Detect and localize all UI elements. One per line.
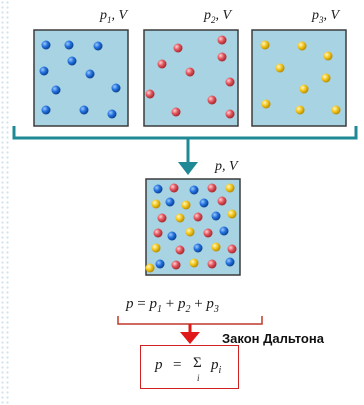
molecule-yellow (331, 105, 341, 115)
final-lhs: p (155, 357, 163, 373)
molecule-red (193, 212, 203, 222)
molecule-blue (199, 198, 209, 208)
molecule-red (225, 77, 235, 87)
molecule-red (171, 107, 181, 117)
molecule-red (227, 244, 237, 254)
molecule-red (207, 259, 217, 269)
molecule-yellow (295, 105, 305, 115)
sum-equation: p = p1 + p2 + p3 (126, 296, 219, 315)
molecule-red (157, 213, 167, 223)
molecule-blue (219, 226, 229, 236)
vessel-2-label: p2, V (204, 8, 232, 25)
molecule-blue (107, 109, 117, 119)
molecule-yellow (211, 242, 221, 252)
vessel-2-molecules (145, 35, 235, 119)
mixture-molecules (145, 183, 237, 273)
molecule-yellow (275, 63, 285, 73)
sigma-icon: Σ (193, 355, 202, 371)
final-formula-box: p = Σ i pi (140, 345, 239, 389)
law-label: Закон Дальтона (222, 331, 324, 346)
molecule-red (225, 109, 235, 119)
molecule-blue (165, 197, 175, 207)
molecule-yellow (260, 40, 270, 50)
molecule-red (207, 95, 217, 105)
molecule-blue (225, 257, 235, 267)
molecule-yellow (185, 227, 195, 237)
molecule-red (217, 196, 227, 206)
molecule-blue (193, 243, 203, 253)
vessel-1-label: p1, V (100, 8, 128, 25)
vessel-3-molecules (260, 40, 341, 115)
molecule-yellow (299, 84, 309, 94)
molecule-red (203, 228, 213, 238)
final-eq: = (173, 357, 182, 373)
molecule-blue (39, 66, 49, 76)
dotted-edge-decoration (0, 0, 10, 405)
molecule-yellow (151, 199, 161, 209)
molecule-blue (211, 211, 221, 221)
molecule-blue (189, 185, 199, 195)
molecule-yellow (151, 243, 161, 253)
molecule-blue (111, 83, 121, 93)
molecule-blue (155, 259, 165, 269)
red-down-arrow-icon (180, 332, 200, 344)
vessel-3-label: p3, V (312, 8, 340, 25)
molecule-blue (93, 41, 103, 51)
molecule-blue (41, 105, 51, 115)
molecule-red (171, 260, 181, 270)
molecule-blue (79, 105, 89, 115)
molecule-red (175, 245, 185, 255)
molecule-yellow (261, 99, 271, 109)
molecule-yellow (297, 41, 307, 51)
molecule-blue (153, 184, 163, 194)
molecule-yellow (225, 183, 235, 193)
molecule-yellow (181, 200, 191, 210)
sigma-index: i (197, 373, 200, 383)
molecule-red (185, 67, 195, 77)
molecule-red (169, 183, 179, 193)
vessel-2-box (143, 29, 239, 127)
molecule-blue (67, 56, 77, 66)
connector-bracket (12, 126, 358, 140)
mixture-label: p, V (215, 159, 238, 174)
molecule-red (207, 183, 217, 193)
molecule-yellow (189, 258, 199, 268)
molecule-blue (85, 69, 95, 79)
molecule-red (157, 59, 167, 69)
vessel-1-molecules (39, 40, 121, 119)
molecule-blue (41, 40, 51, 50)
molecule-red (145, 89, 155, 99)
molecule-red (217, 35, 227, 45)
molecule-red (217, 52, 227, 62)
molecule-yellow (323, 51, 333, 61)
molecule-blue (51, 85, 61, 95)
molecule-blue (64, 40, 74, 50)
molecule-yellow (227, 209, 237, 219)
molecule-yellow (145, 263, 155, 273)
molecule-red (153, 228, 163, 238)
molecule-yellow (175, 213, 185, 223)
molecule-yellow (321, 73, 331, 83)
molecule-red (173, 43, 183, 53)
final-sym: pi (211, 357, 222, 376)
molecule-blue (167, 231, 177, 241)
down-arrow-icon (178, 162, 198, 175)
